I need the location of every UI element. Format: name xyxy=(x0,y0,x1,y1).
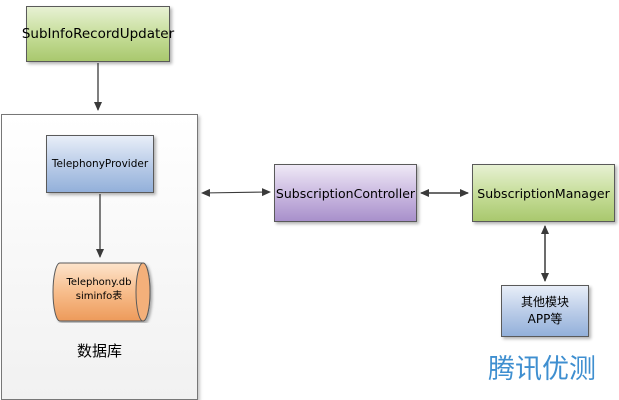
telephony-provider-label: TelephonyProvider xyxy=(51,158,149,170)
telephony-db-cylinder xyxy=(52,262,151,322)
subscription-controller-node: SubscriptionController xyxy=(274,164,417,222)
subscription-manager-label: SubscriptionManager xyxy=(477,185,610,201)
edge-database-controller xyxy=(201,188,271,197)
telephony-provider-node: TelephonyProvider xyxy=(46,135,154,193)
other-modules-node: 其他模块 APP等 xyxy=(501,285,589,337)
database-label: 数据库 xyxy=(76,342,122,360)
telephony-db-label: Telephony.db siminfo表 xyxy=(51,276,147,303)
subinfo-record-updater-label: SubInfoRecordUpdater xyxy=(21,26,175,42)
telephony-db-name: Telephony.db xyxy=(66,277,132,288)
other-modules-label-line2: APP等 xyxy=(527,312,563,326)
subscription-manager-node: SubscriptionManager xyxy=(472,164,615,222)
subscription-controller-label: SubscriptionController xyxy=(275,185,416,201)
siminfo-table-name: siminfo表 xyxy=(75,290,123,302)
cylinder-end xyxy=(135,262,151,322)
watermark-text: 腾讯优测 xyxy=(488,354,596,385)
other-modules-label-line1: 其他模块 xyxy=(520,294,569,309)
subinfo-record-updater-node: SubInfoRecordUpdater xyxy=(22,6,174,62)
